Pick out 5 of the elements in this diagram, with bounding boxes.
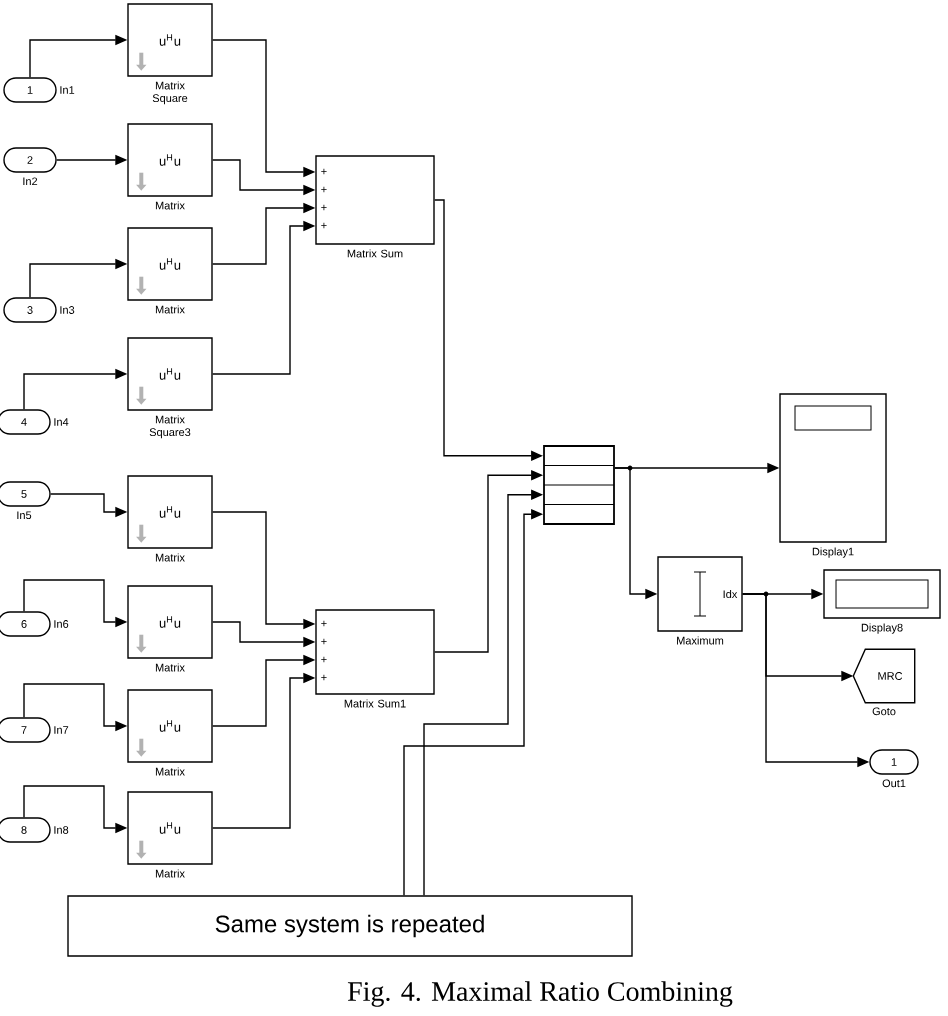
caption: Fig. 4. Maximal Ratio Combining xyxy=(347,981,733,1007)
mux-block xyxy=(543,445,615,525)
note-box: Same system is repeated xyxy=(67,895,633,957)
display-block xyxy=(779,393,887,543)
display-block xyxy=(823,569,941,619)
